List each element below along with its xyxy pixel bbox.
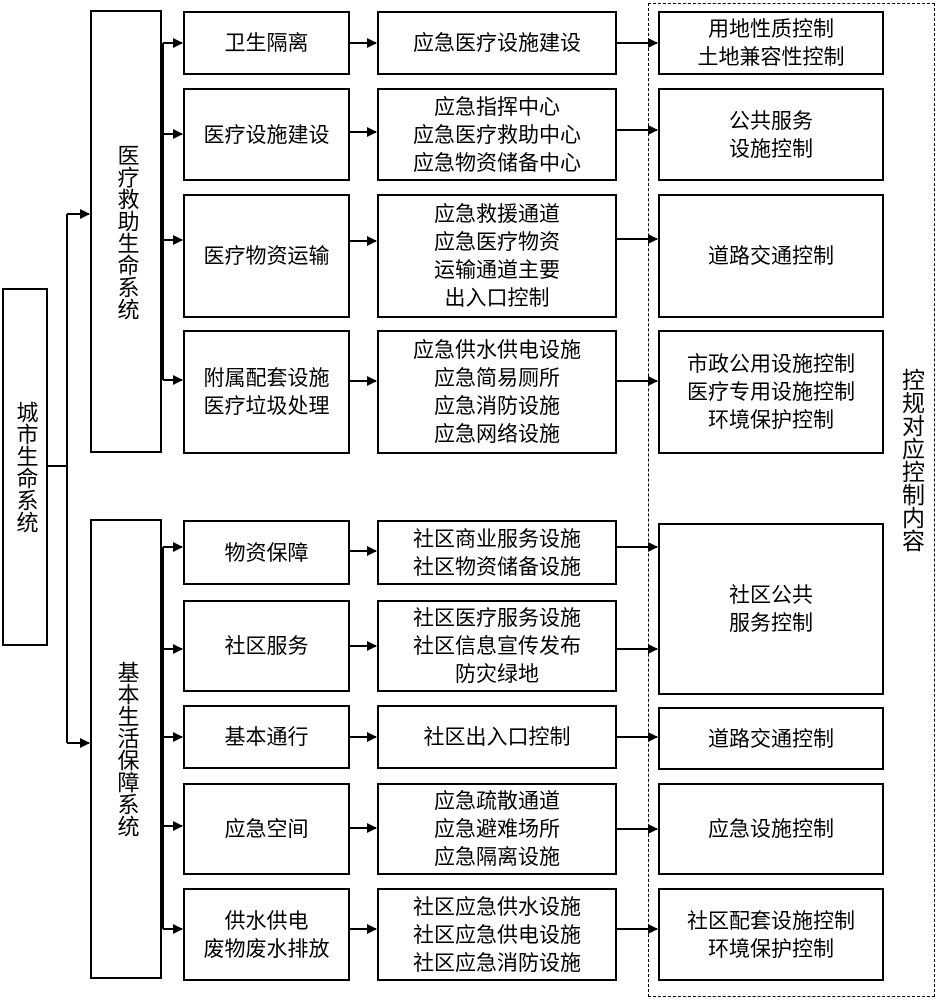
facility-text: 应急疏散通道 应急避难场所 应急隔离设施 [434,789,560,869]
system-label-living: 基本生活保障系统 [113,661,139,837]
facility-box [377,330,617,454]
control-region-label: 控规对应控制内容 [897,368,924,552]
category-box [183,11,350,75]
control-box [658,783,884,875]
facility-text: 应急供水供电设施 应急简易厕所 应急消防设施 应急网络设施 [413,338,581,446]
category-box [183,888,350,981]
control-text: 道路交通控制 [708,244,834,268]
control-text: 社区配套设施控制 环境保护控制 [687,908,855,961]
facility-box [377,520,617,585]
facility-box [377,600,617,692]
control-text: 市政公用设施控制 医疗专用设施控制 环境保护控制 [687,352,855,432]
facility-box [377,194,617,318]
control-box [658,88,884,181]
category-label: 社区服务 [224,634,309,658]
category-label: 医疗物资运输 [203,244,330,268]
control-box [658,707,884,770]
facility-text: 应急救援通道 应急医疗物资 运输通道主要 出入口控制 [434,202,560,310]
root-label: 城市生命系统 [12,401,38,533]
control-text: 应急设施控制 [708,817,834,841]
category-box [183,194,350,318]
facility-text: 社区医疗服务设施 社区信息宣传发布 防灾绿地 [413,606,581,686]
system-label-medical: 医疗救助生命系统 [113,143,139,320]
control-text: 用地性质控制 土地兼容性控制 [697,17,845,69]
category-box [183,600,350,692]
system-box-medical [90,10,162,453]
category-box [183,520,350,585]
control-box [658,194,884,318]
facility-text: 社区商业服务设施 社区物资储备设施 [413,526,581,579]
system-box-living [90,519,162,979]
control-text: 社区公共 服务控制 [729,583,813,635]
category-label: 基本通行 [224,725,309,749]
control-box [658,330,884,454]
facility-text: 应急医疗设施建设 [413,31,581,55]
category-label: 应急空间 [224,817,309,841]
control-region [648,3,935,997]
category-box [183,330,350,454]
category-box [183,783,350,875]
facility-text: 应急指挥中心 应急医疗救助中心 应急物资储备中心 [413,94,581,175]
category-label: 卫生隔离 [224,31,309,55]
control-box [658,523,884,695]
category-box [183,88,350,181]
facility-box [377,11,617,75]
facility-text: 社区应急供水设施 社区应急供电设施 社区应急消防设施 [413,894,581,975]
root-box [2,288,48,646]
facility-box [377,783,617,875]
category-label: 医疗设施建设 [203,122,330,147]
category-label: 附属配套设施 医疗垃圾处理 [203,366,330,418]
control-text: 公共服务 设施控制 [729,108,813,161]
facility-box [377,705,617,769]
control-box [658,888,884,981]
facility-box [377,888,617,981]
category-label: 物资保障 [224,540,309,565]
category-label: 供水供电 废物废水排放 [203,908,330,961]
control-box [658,11,884,75]
category-box [183,705,350,769]
facility-box [377,88,617,181]
facility-text: 社区出入口控制 [423,725,571,749]
control-text: 道路交通控制 [708,726,834,751]
